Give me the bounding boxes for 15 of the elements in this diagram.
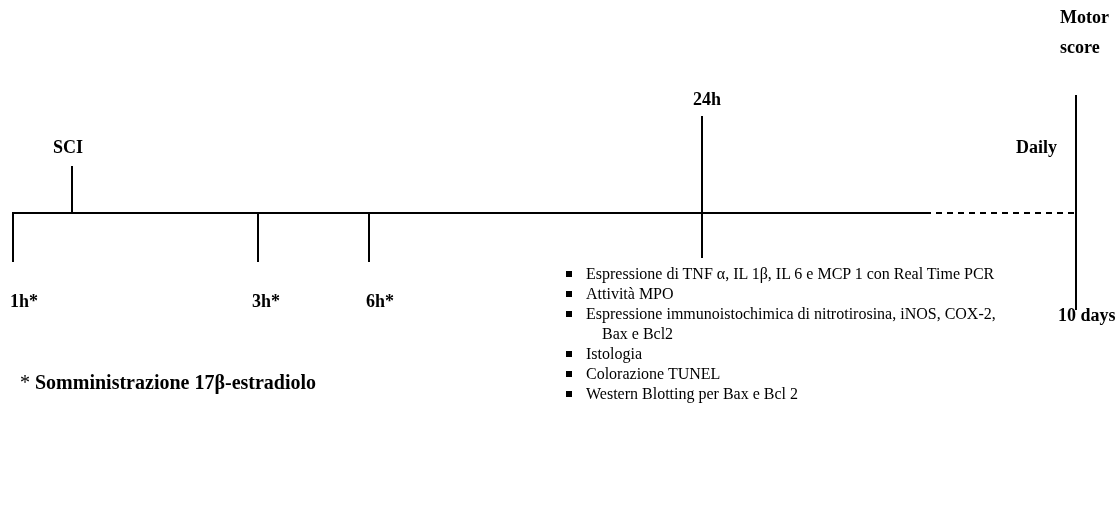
list-item: Colorazione TUNEL <box>586 364 722 384</box>
time-label: 1h* <box>10 290 38 313</box>
list-item: Attività MPO <box>586 284 675 304</box>
footnote: *Somministrazione 17β-estradiolo <box>20 370 317 395</box>
time-label: 3h* <box>252 290 280 313</box>
list-item: Istologia <box>586 344 643 364</box>
list-item: Espressione immunoistochimica di nitrotirosina, iNOS, COX-2, Bax e Bcl2 <box>586 304 996 344</box>
time-label: Motor score <box>1060 6 1110 59</box>
time-label: SCI <box>53 136 83 159</box>
time-label: Daily <box>1016 136 1057 159</box>
list-item: Espressione di TNF α, IL 1β, IL 6 e MCP 1 con Real Time PCR <box>586 264 996 284</box>
time-label: 10 days <box>1058 304 1116 327</box>
time-label: 24h <box>693 88 721 111</box>
time-label: 6h* <box>366 290 394 313</box>
list-item: Western Blotting per Bax e Bcl 2 <box>586 384 799 404</box>
